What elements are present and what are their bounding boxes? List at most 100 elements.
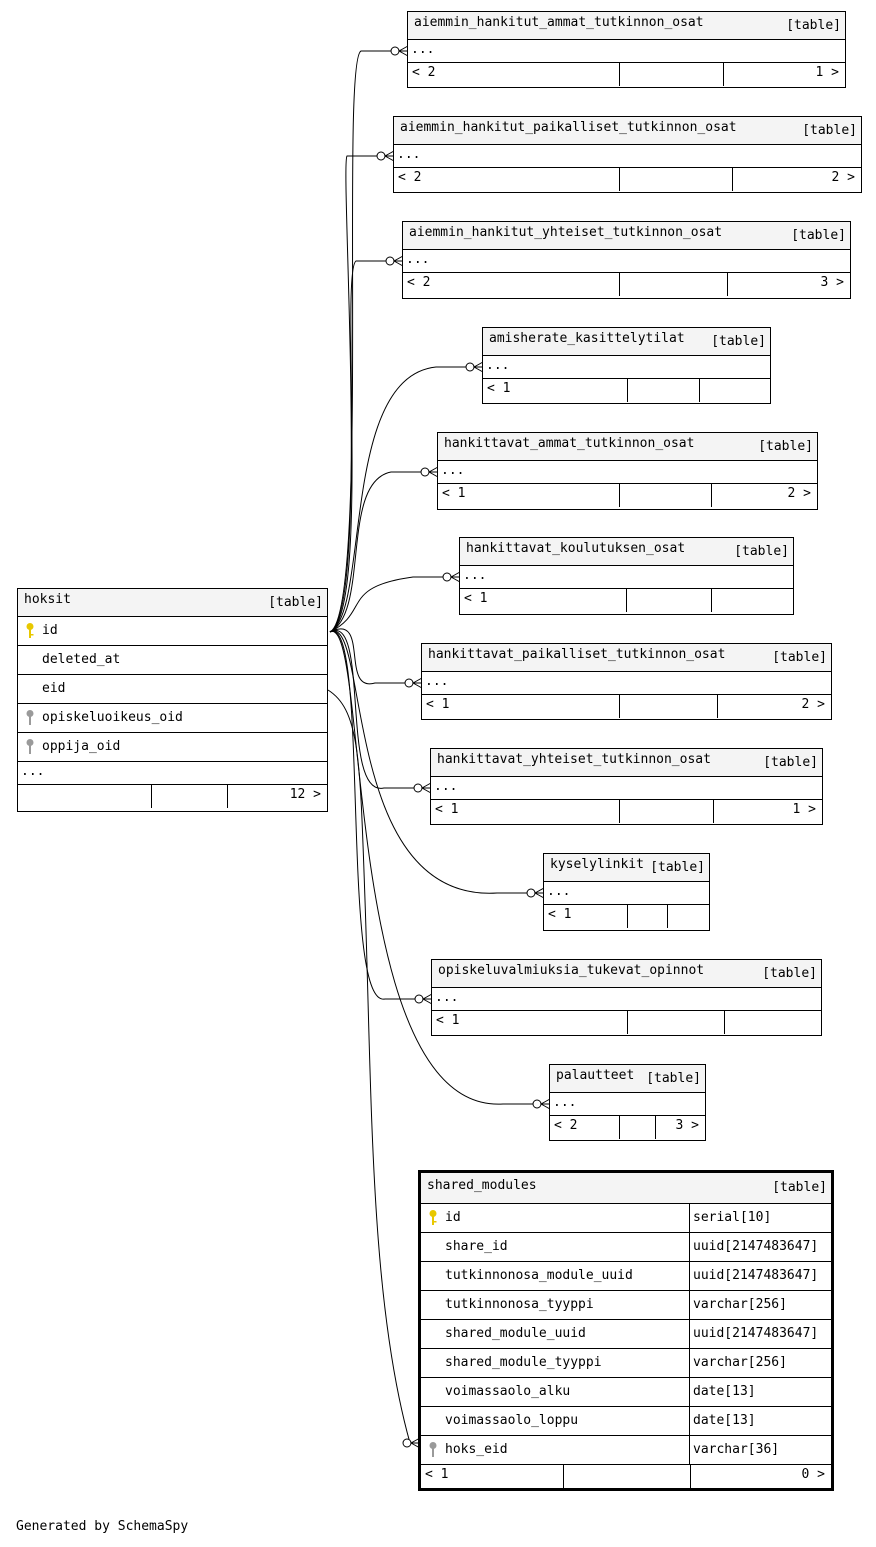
footer-parents[interactable]: < 1 [436,1013,460,1028]
column-row: id serial[10] [421,1204,831,1233]
relationship-line [329,471,431,633]
column-row: hoks_eid varchar[36] [421,1436,831,1465]
more-columns-ellipsis: ... [394,145,861,168]
column-name: oppija_oid [42,739,121,754]
relationship-line [329,631,425,1000]
index-key-icon [26,739,34,754]
more-columns-ellipsis: ... [460,566,793,589]
column-type: uuid[2147483647] [693,1239,819,1254]
relationship-line [329,630,537,894]
column-name: opiskeluoikeus_oid [42,710,183,725]
table-shared-modules[interactable]: shared_modules [table] id serial[10] sha… [418,1170,834,1491]
primary-key-icon [26,623,34,638]
table-kyselylinkit[interactable]: kyselylinkit [table] ... < 1 [543,853,710,931]
table-aiemmin-hankitut-paikalliset-tutkinnon-osat[interactable]: aiemmin_hankitut_paikalliset_tutkinnon_o… [393,116,862,193]
footer-children[interactable]: 1 > [792,802,816,817]
column-name: id [42,623,58,638]
footer-parents[interactable]: < 2 [398,170,422,185]
footer-children[interactable]: 3 > [820,275,844,290]
column-name: share_id [445,1239,508,1254]
table-type: [table] [762,966,817,981]
footer-children[interactable]: 12 > [289,787,321,802]
table-header: aiemmin_hankitut_yhteiset_tutkinnon_osat… [403,222,850,250]
table-palautteet[interactable]: palautteet [table] ... < 2 3 > [549,1064,706,1141]
footer-parents[interactable]: < 2 [412,65,436,80]
table-amisherate-kasittelytilat[interactable]: amisherate_kasittelytilat [table] ... < … [482,327,771,404]
more-columns-ellipsis: ... [550,1093,705,1116]
column-name: shared_module_uuid [445,1326,586,1341]
table-name: hankittavat_koulutuksen_osat [466,541,686,556]
column-row: voimassaolo_alku date[13] [421,1378,831,1407]
column-name: eid [42,681,66,696]
crows-foot-icon [532,1098,551,1110]
column-row: opiskeluoikeus_oid [18,704,327,733]
crows-foot-icon [413,782,432,794]
table-header: aiemmin_hankitut_paikalliset_tutkinnon_o… [394,117,861,145]
crows-foot-icon [526,887,545,899]
footer-parents[interactable]: < 1 [464,591,488,606]
table-footer: 12 > [18,785,327,808]
crows-foot-icon [376,150,395,162]
relationship-line [327,689,411,1444]
column-row: shared_module_tyyppi varchar[256] [421,1349,831,1378]
footer-parents[interactable]: < 2 [407,275,431,290]
footer-children: 0 > [801,1467,825,1482]
table-name: hankittavat_yhteiset_tutkinnon_osat [437,752,711,767]
crows-foot-icon [420,466,439,478]
table-name: palautteet [556,1068,635,1083]
footer-parents[interactable]: < 1 [548,907,572,922]
table-name: hoksit [24,592,71,607]
table-hankittavat-yhteiset-tutkinnon-osat[interactable]: hankittavat_yhteiset_tutkinnon_osat [tab… [430,748,823,825]
more-columns-ellipsis: ... [438,461,817,484]
crows-foot-icon [385,255,404,267]
footer-parents[interactable]: < 1 [435,802,459,817]
table-aiemmin-hankitut-ammat-tutkinnon-osat[interactable]: aiemmin_hankitut_ammat_tutkinnon_osat [t… [407,11,846,88]
footer-children[interactable]: 2 > [831,170,855,185]
crows-foot-icon [414,993,433,1005]
footer-children[interactable]: 2 > [787,486,811,501]
table-type: [table] [786,18,841,33]
more-columns-ellipsis: ... [483,356,770,379]
column-type: varchar[256] [693,1355,787,1370]
table-name: kyselylinkit [550,857,644,872]
more-columns-ellipsis: ... [403,250,850,273]
table-type: [table] [772,1180,827,1195]
more-columns-ellipsis: ... [422,672,831,695]
table-opiskeluvalmiuksia-tukevat-opinnot[interactable]: opiskeluvalmiuksia_tukevat_opinnot [tabl… [431,959,822,1036]
table-hankittavat-ammat-tutkinnon-osat[interactable]: hankittavat_ammat_tutkinnon_osat [table]… [437,432,818,510]
footer-children[interactable]: 1 > [815,65,839,80]
table-hankittavat-koulutuksen-osat[interactable]: hankittavat_koulutuksen_osat [table] ...… [459,537,794,615]
column-name: id [445,1210,461,1225]
table-type: [table] [734,544,789,559]
table-footer: < 1 2 > [422,695,831,718]
table-aiemmin-hankitut-yhteiset-tutkinnon-osat[interactable]: aiemmin_hankitut_yhteiset_tutkinnon_osat… [402,221,851,299]
footer-parents[interactable]: < 1 [425,1467,449,1482]
relationship-line [329,50,401,633]
column-row: tutkinnonosa_module_uuid uuid[2147483647… [421,1262,831,1291]
footer-parents[interactable]: < 1 [426,697,450,712]
column-type: date[13] [693,1384,756,1399]
relationship-line [329,631,543,1105]
column-type: varchar[256] [693,1297,787,1312]
table-footer: < 1 [432,1011,821,1034]
table-header: palautteet [table] [550,1065,705,1093]
footer-parents[interactable]: < 2 [554,1118,578,1133]
table-name: shared_modules [427,1178,537,1193]
table-header: hoksit [table] [18,589,327,617]
table-footer: < 1 1 > [431,800,822,823]
footer-children[interactable]: 3 > [675,1118,699,1133]
column-row: voimassaolo_loppu date[13] [421,1407,831,1436]
table-hankittavat-paikalliset-tutkinnon-osat[interactable]: hankittavat_paikalliset_tutkinnon_osat [… [421,643,832,720]
foreign-key-icon [429,1442,437,1457]
crows-foot-icon [442,571,461,583]
table-footer: < 2 1 > [408,63,845,86]
footer-children[interactable]: 2 > [801,697,825,712]
more-columns-ellipsis: ... [432,988,821,1011]
table-name: hankittavat_paikalliset_tutkinnon_osat [428,647,726,662]
table-hoksit[interactable]: hoksit [table] id deleted_at eid opiskel… [17,588,328,812]
footer-parents[interactable]: < 1 [442,486,466,501]
table-name: hankittavat_ammat_tutkinnon_osat [444,436,695,451]
footer-parents[interactable]: < 1 [487,381,511,396]
column-type: varchar[36] [693,1442,780,1457]
